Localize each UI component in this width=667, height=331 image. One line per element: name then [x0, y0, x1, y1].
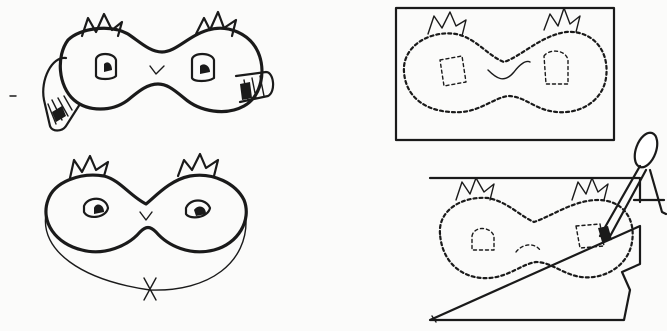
traced-eye-left — [440, 56, 466, 86]
cut-nose — [516, 245, 540, 252]
panel-mask-with-handle — [10, 12, 273, 131]
nose-mark — [140, 212, 152, 220]
crown-spikes-right — [178, 154, 218, 176]
cut-crown-right — [572, 178, 608, 200]
traced-eye-right — [544, 51, 568, 84]
panel-mask-with-elastic — [45, 154, 246, 300]
panel-cutting-mask — [430, 130, 666, 322]
traced-crown-left — [428, 12, 466, 36]
scissors-second-handle — [634, 170, 666, 214]
cut-crown-left — [456, 178, 494, 200]
pupil-left — [104, 62, 112, 72]
traced-outline — [404, 32, 607, 112]
card-sheet-cut — [430, 178, 640, 320]
scissors-handle-ring — [630, 130, 661, 171]
crown-spikes-left — [82, 14, 122, 36]
mask-outline — [60, 28, 262, 111]
elastic-band — [45, 214, 246, 290]
pupil-left — [94, 205, 104, 214]
card-sheet — [396, 8, 614, 140]
traced-nose — [488, 61, 530, 78]
cut-eye-left — [472, 229, 494, 251]
mask-outline — [46, 175, 246, 252]
panel-mask-traced — [396, 8, 614, 140]
traced-crown-right — [544, 8, 580, 32]
nose-mark — [150, 66, 164, 74]
pupil-right — [200, 64, 210, 74]
handle-right-end — [240, 82, 252, 100]
scissors-pivot — [598, 226, 612, 242]
